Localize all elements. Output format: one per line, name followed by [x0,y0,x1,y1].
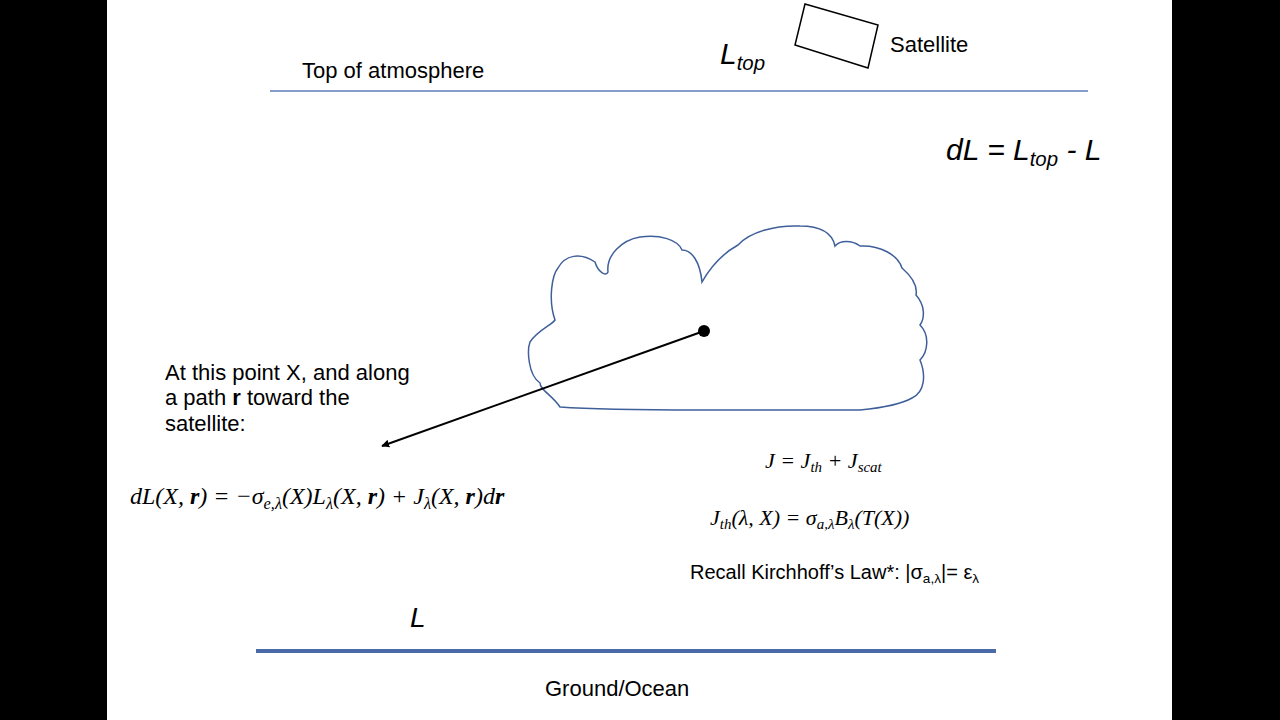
radiance-top-label: Ltop [720,37,765,76]
satellite-outline [795,4,878,68]
point-note: At this point X, and along a path r towa… [165,360,410,436]
path-arrow [382,331,704,446]
source-equation: J = Jth + Jscat [765,448,882,477]
satellite: Satellite [790,0,973,70]
cloud-outline [529,226,927,410]
radiance-difference: dL = Ltop - L [946,133,1101,172]
atmosphere-top-line [270,90,1088,92]
surface-radiance-label: L [410,602,426,634]
kirchhoff-note: Recall Kirchhoff’s Law*: |σa,λ|= ελ [690,561,979,587]
thermal-source-equation: Jth(λ, X) = σa,λBλ(T(X)) [710,505,909,534]
atmosphere-label: Top of atmosphere [302,58,484,83]
transfer-equation: dL(X, r) = −σe,λ(X)Lλ(X, r) + Jλ(X, r)dr [130,483,504,514]
satellite-label: Satellite [890,32,968,58]
ground-label: Ground/Ocean [545,676,689,701]
ground-line [256,649,996,653]
